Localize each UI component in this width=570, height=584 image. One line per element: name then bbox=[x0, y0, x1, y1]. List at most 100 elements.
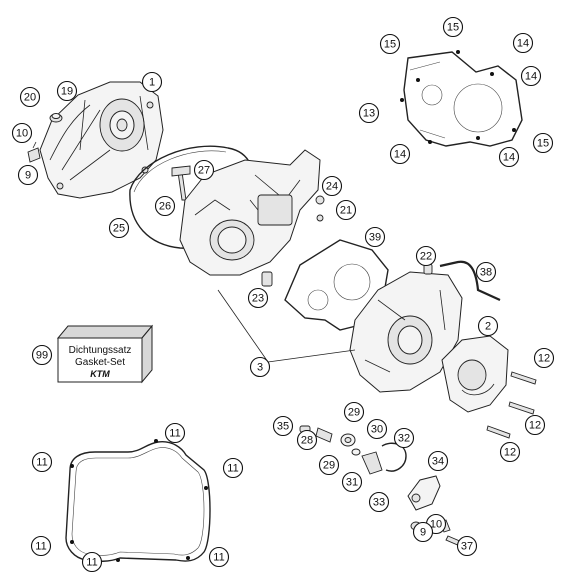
callout-label: 14 bbox=[394, 149, 406, 161]
ktm-logo: KTM bbox=[90, 369, 110, 379]
callout-label: 30 bbox=[371, 424, 383, 436]
callout-circle bbox=[108, 217, 130, 239]
callout-c29a: 29 bbox=[343, 401, 365, 423]
callout-circle bbox=[393, 427, 415, 449]
callout-circle bbox=[427, 450, 449, 472]
callout-c14a: 14 bbox=[512, 32, 534, 54]
callout-circle bbox=[272, 415, 294, 437]
callout-label: 10 bbox=[430, 519, 442, 531]
callout-c11d: 11 bbox=[30, 535, 52, 557]
callout-circle bbox=[193, 159, 215, 181]
callout-c38: 38 bbox=[475, 261, 497, 283]
callout-label: 2 bbox=[485, 321, 491, 333]
leader-lines-3 bbox=[217, 289, 356, 363]
clutch-cover-part bbox=[39, 81, 164, 199]
callout-circle bbox=[524, 414, 546, 436]
callout-c28: 28 bbox=[296, 429, 318, 451]
gasket-set-box: Dichtungssatz Gasket-Set KTM bbox=[56, 324, 154, 384]
callout-label: 12 bbox=[529, 420, 541, 432]
callout-c14b: 14 bbox=[520, 65, 542, 87]
callout-circle bbox=[31, 344, 53, 366]
callout-circle bbox=[11, 122, 33, 144]
callout-c37: 37 bbox=[456, 535, 478, 557]
callout-label: 35 bbox=[277, 421, 289, 433]
callout-label: 21 bbox=[340, 205, 352, 217]
callout-label: 32 bbox=[398, 433, 410, 445]
callout-label: 11 bbox=[86, 557, 97, 569]
callout-label: 26 bbox=[159, 201, 171, 213]
callout-c99: 99 bbox=[31, 344, 53, 366]
callout-circle bbox=[56, 80, 78, 102]
bolts-12-group bbox=[486, 371, 537, 439]
callout-c29b: 29 bbox=[318, 454, 340, 476]
callout-c10a: 10 bbox=[11, 122, 33, 144]
callout-circle bbox=[358, 102, 380, 124]
callout-label: 38 bbox=[480, 267, 492, 279]
callout-label: 9 bbox=[420, 527, 426, 539]
callout-c11b: 11 bbox=[31, 451, 53, 473]
callout-label: 19 bbox=[61, 86, 73, 98]
callout-c11e: 11 bbox=[81, 551, 103, 573]
callout-label: 99 bbox=[36, 350, 48, 362]
callout-label: 28 bbox=[301, 435, 313, 447]
pipe-38-part bbox=[423, 260, 501, 302]
crankcase-left-part bbox=[179, 149, 321, 276]
callout-label: 14 bbox=[503, 152, 515, 164]
gasket-set-label-en: Gasket-Set bbox=[75, 357, 125, 368]
bolt-26-part bbox=[171, 165, 191, 201]
callout-circle bbox=[30, 535, 52, 557]
crankcase-right-part bbox=[349, 271, 463, 393]
callout-c24: 24 bbox=[321, 175, 343, 197]
callout-circle bbox=[154, 195, 176, 217]
pump-cover-part bbox=[441, 335, 509, 413]
callout-circle bbox=[533, 347, 555, 369]
callout-label: 20 bbox=[24, 92, 36, 104]
callout-circle bbox=[19, 86, 41, 108]
callout-circle bbox=[335, 199, 357, 221]
callout-c3: 3 bbox=[249, 356, 271, 378]
callout-label: 31 bbox=[346, 477, 358, 489]
callout-c9a: 9 bbox=[17, 164, 39, 186]
callout-c20: 20 bbox=[19, 86, 41, 108]
callout-c23: 23 bbox=[247, 287, 269, 309]
dowel-23-part bbox=[261, 271, 273, 287]
callout-c11a: 11 bbox=[164, 422, 186, 444]
callout-circle bbox=[17, 164, 39, 186]
callout-c30: 30 bbox=[366, 418, 388, 440]
callout-circle bbox=[477, 315, 499, 337]
callout-label: 15 bbox=[447, 22, 459, 34]
callout-label: 11 bbox=[35, 541, 46, 553]
callout-label: 9 bbox=[25, 170, 31, 182]
callout-label: 14 bbox=[525, 71, 537, 83]
callout-circle bbox=[475, 261, 497, 283]
callout-c39: 39 bbox=[364, 226, 386, 248]
callout-label: 23 bbox=[252, 293, 264, 305]
callout-circle bbox=[499, 441, 521, 463]
callout-circle bbox=[415, 245, 437, 267]
callout-c15a: 15 bbox=[442, 16, 464, 38]
callout-label: 22 bbox=[420, 251, 432, 263]
callout-label: 27 bbox=[198, 165, 210, 177]
crankcase-gasket-top-right bbox=[400, 50, 523, 147]
callout-c15c: 15 bbox=[532, 132, 554, 154]
callout-c27: 27 bbox=[193, 159, 215, 181]
callout-c12a: 12 bbox=[533, 347, 555, 369]
callout-c1: 1 bbox=[141, 71, 163, 93]
callout-c14c: 14 bbox=[389, 143, 411, 165]
callout-label: 12 bbox=[538, 353, 550, 365]
callout-c32: 32 bbox=[393, 427, 415, 449]
callout-circle bbox=[366, 418, 388, 440]
callout-circle bbox=[208, 546, 230, 568]
callout-label: 14 bbox=[517, 38, 529, 50]
callout-c11f: 11 bbox=[208, 546, 230, 568]
callout-circle bbox=[364, 226, 386, 248]
callout-label: 29 bbox=[348, 407, 360, 419]
callout-circle bbox=[412, 521, 434, 543]
callout-label: 37 bbox=[461, 541, 473, 553]
callout-circle bbox=[456, 535, 478, 557]
callout-c13: 13 bbox=[358, 102, 380, 124]
callout-c2: 2 bbox=[477, 315, 499, 337]
callout-label: 15 bbox=[537, 138, 549, 150]
callout-c19: 19 bbox=[56, 80, 78, 102]
